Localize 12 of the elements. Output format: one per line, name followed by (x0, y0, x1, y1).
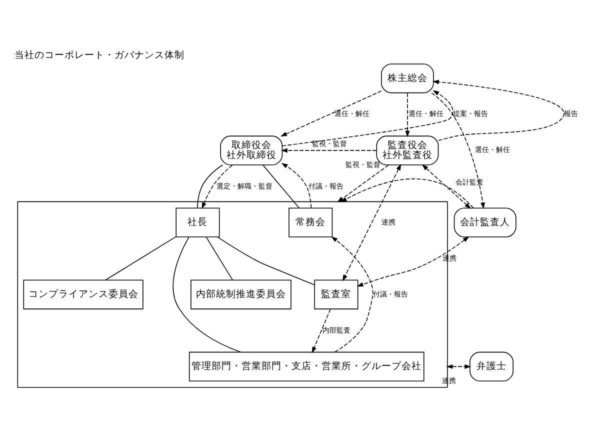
edge-label: 提案・報告 (453, 108, 488, 118)
edge-label: 選任・解任 (334, 108, 370, 118)
edge-label: 選定・解職・監督 (216, 180, 273, 190)
edge-label: 会計監査 (456, 176, 484, 186)
edge-label: 選任・解任 (408, 108, 444, 118)
edge-label: 付議・報告 (308, 180, 344, 190)
edge-label: 連携 (382, 216, 396, 226)
edge-label: 内部監査 (322, 324, 351, 334)
edge-label: 付議・報告 (373, 288, 408, 298)
diagram-title: 当社のコーポレート・ガバナンス体制 (14, 50, 185, 61)
edge-label: 選任・解任 (474, 144, 510, 154)
edge-label: 報告 (564, 108, 578, 118)
